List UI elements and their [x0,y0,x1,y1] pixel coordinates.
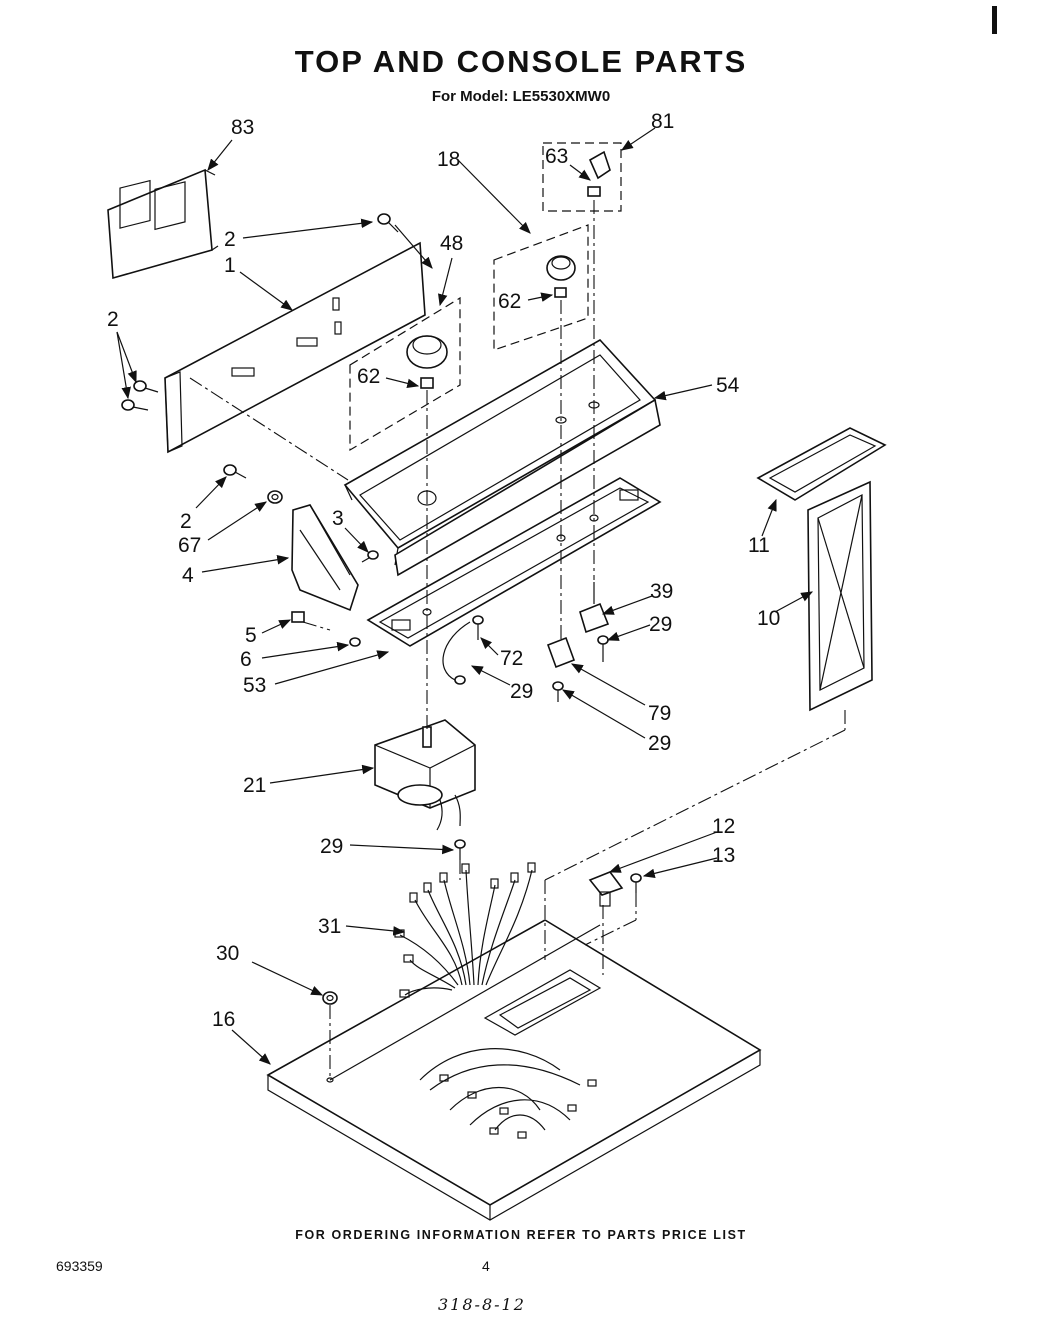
screw-29-c [454,839,466,860]
part-30-fastener [322,991,338,1005]
callout-5: 5 [245,624,257,647]
callout-54: 54 [716,374,740,397]
callout-29-b: 29 [649,613,672,636]
part-53-lower-rail [366,477,662,647]
part-11-cover [756,427,887,501]
callout-29-d: 29 [320,835,343,858]
callout-6: 6 [240,648,252,671]
part-54-console-channel [343,338,661,577]
part-10-lint-screen [807,480,873,712]
part-4-bracket [291,504,359,612]
callout-81: 81 [651,110,674,133]
callout-39: 39 [650,580,673,603]
callout-labels: 83 2 1 48 18 81 63 62 62 2 54 2 67 3 4 5… [107,110,780,1031]
callout-13: 13 [712,844,735,867]
part-5-clip [291,611,305,623]
part-18-knob-kit [493,224,589,351]
part-6-screw [349,637,361,647]
part-67-nut [267,490,283,504]
callout-83: 83 [231,116,254,139]
document-number: 693359 [56,1258,103,1274]
screw-2-left-a [133,380,159,393]
screw-2-top [377,213,399,233]
callout-2: 2 [224,228,236,251]
screw-2-mid [223,464,247,479]
leader-lines [116,127,814,1065]
part-39-bracket [579,582,610,634]
page-number: 4 [482,1258,490,1274]
callout-29-a: 29 [510,680,533,703]
callout-53: 53 [243,674,266,697]
part-3-screw [361,550,379,563]
callout-72: 72 [500,647,523,670]
part-16-top-panel [266,919,762,1221]
callout-3: 3 [332,507,344,530]
callout-10: 10 [757,607,780,630]
handwritten-note: 318-8-12 [438,1295,526,1314]
callout-31: 31 [318,915,341,938]
callout-16: 16 [212,1008,235,1031]
callout-62-lower: 62 [357,365,380,388]
callout-29-c: 29 [648,732,671,755]
part-48-knob-kit [349,296,461,452]
part-31-wire-harness [394,862,536,998]
callout-18: 18 [437,148,460,171]
part-81-knob-kit [542,142,622,212]
alignment-lines [189,200,846,1080]
part-12-clip [588,871,624,907]
callout-30: 30 [216,942,239,965]
page-title: TOP AND CONSOLE PARTS [294,44,748,79]
part-83-bracket [107,168,219,280]
ordering-note: FOR ORDERING INFORMATION REFER TO PARTS … [295,1228,747,1242]
screw-29-a [597,635,609,662]
model-subtitle: For Model: LE5530XMW0 [431,88,611,105]
callout-2-left: 2 [107,308,119,331]
callout-62-upper: 62 [498,290,521,313]
callout-67: 67 [178,534,201,557]
callout-63: 63 [545,145,568,168]
part-1-console-panel [164,241,426,454]
callout-12: 12 [712,815,735,838]
callout-2-mid: 2 [180,510,192,533]
callout-1: 1 [224,254,236,277]
part-79-switch [546,636,576,669]
screw-2-left-b [121,399,149,411]
part-72-screw [472,615,484,640]
callout-11: 11 [748,534,770,557]
screw-29-b [552,681,564,702]
callout-79: 79 [648,702,671,725]
callout-48: 48 [440,232,463,255]
part-13-screw [630,873,642,893]
part-21-timer [374,719,476,831]
callout-21: 21 [243,774,266,797]
registration-mark [992,6,997,34]
callout-4: 4 [182,564,194,587]
